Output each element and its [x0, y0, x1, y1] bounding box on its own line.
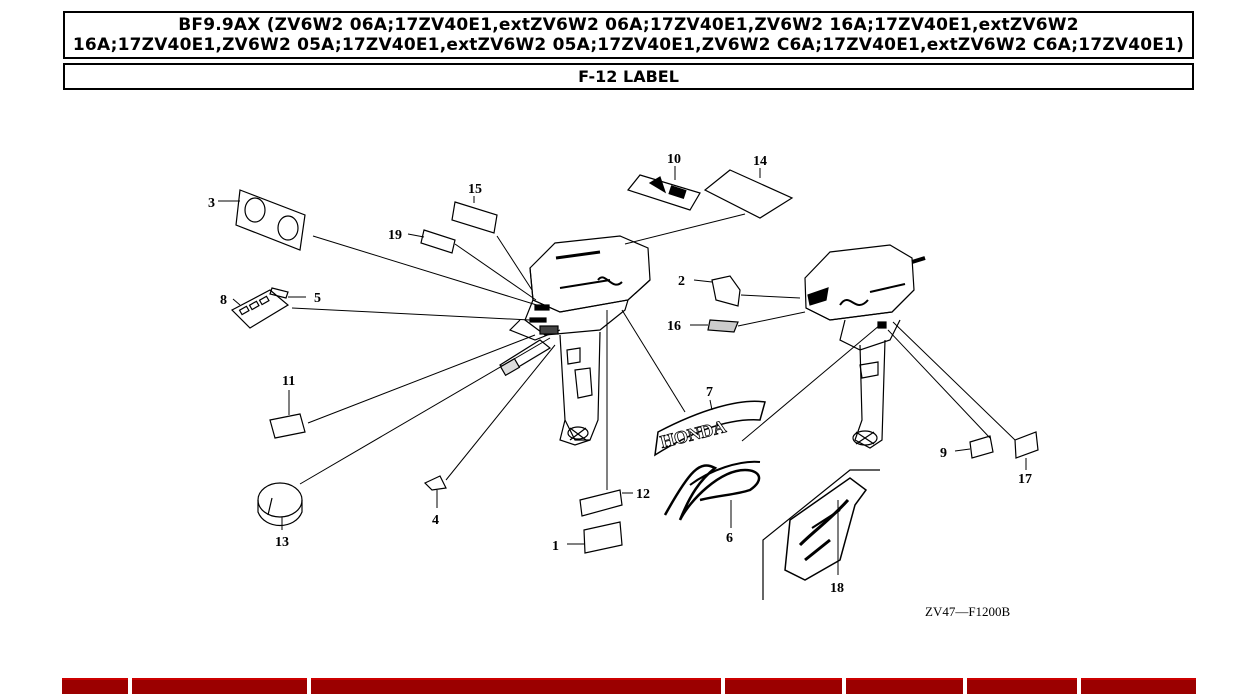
part-5-label	[269, 287, 289, 299]
callout-5: 5	[314, 291, 321, 306]
callout-15: 15	[468, 182, 482, 197]
part-8-label	[230, 289, 290, 329]
callout-2: 2	[678, 274, 685, 289]
part-9-label	[969, 435, 994, 459]
callout-1: 1	[552, 539, 559, 554]
callout-18: 18	[830, 581, 844, 596]
callout-17: 17	[1018, 472, 1032, 487]
callout-10: 10	[667, 152, 681, 167]
part-11-label	[269, 413, 306, 439]
section-title: F-12 LABEL	[63, 63, 1194, 90]
part-17-label	[1014, 431, 1039, 459]
callout-7: 7	[706, 385, 713, 400]
table-header-cell	[62, 678, 128, 694]
model-title: BF9.9AX (ZV6W2 06A;17ZV40E1,extZV6W2 06A…	[63, 11, 1194, 59]
part-4-label	[423, 475, 447, 491]
callout-9: 9	[940, 446, 947, 461]
part-2-label	[711, 275, 741, 307]
callout-14: 14	[753, 154, 767, 169]
callout-numbers: 1 2 3 4 5 6 7 8 9 10 11 12 13 14 15 16 1…	[208, 152, 1032, 596]
part-16-label	[707, 319, 739, 333]
part-12-label	[579, 489, 623, 517]
part-6-force-emblem	[663, 460, 761, 521]
table-header-cell	[1081, 678, 1196, 694]
parts-table-header	[62, 678, 1196, 694]
leader-lines	[218, 166, 1027, 575]
diagram-code: ZV47—F1200B	[925, 604, 1011, 619]
callout-4: 4	[432, 513, 439, 528]
table-header-cell	[132, 678, 307, 694]
callout-3: 3	[208, 196, 215, 211]
callout-16: 16	[667, 319, 681, 334]
part-10-label	[626, 174, 701, 211]
left-outboard-motor	[498, 235, 651, 446]
part-15-label	[451, 201, 498, 234]
right-outboard-motor	[804, 244, 926, 449]
table-header-cell	[725, 678, 842, 694]
part-1-label	[583, 521, 623, 554]
part-18-side-decal	[784, 477, 868, 581]
table-header-cell	[311, 678, 721, 694]
callout-12: 12	[636, 487, 650, 502]
callout-11: 11	[282, 374, 295, 389]
decal-bracket-line	[762, 469, 880, 600]
part-13-label	[257, 482, 303, 526]
callout-19: 19	[388, 228, 402, 243]
table-header-cell	[846, 678, 963, 694]
part-19-label	[420, 229, 456, 254]
part-3-label	[235, 189, 306, 251]
part-14-label	[703, 169, 794, 219]
callout-13: 13	[275, 535, 289, 550]
part-7-honda-emblem: HONDA	[654, 400, 766, 457]
callout-8: 8	[220, 293, 227, 308]
table-header-cell	[967, 678, 1077, 694]
callout-6: 6	[726, 531, 733, 546]
